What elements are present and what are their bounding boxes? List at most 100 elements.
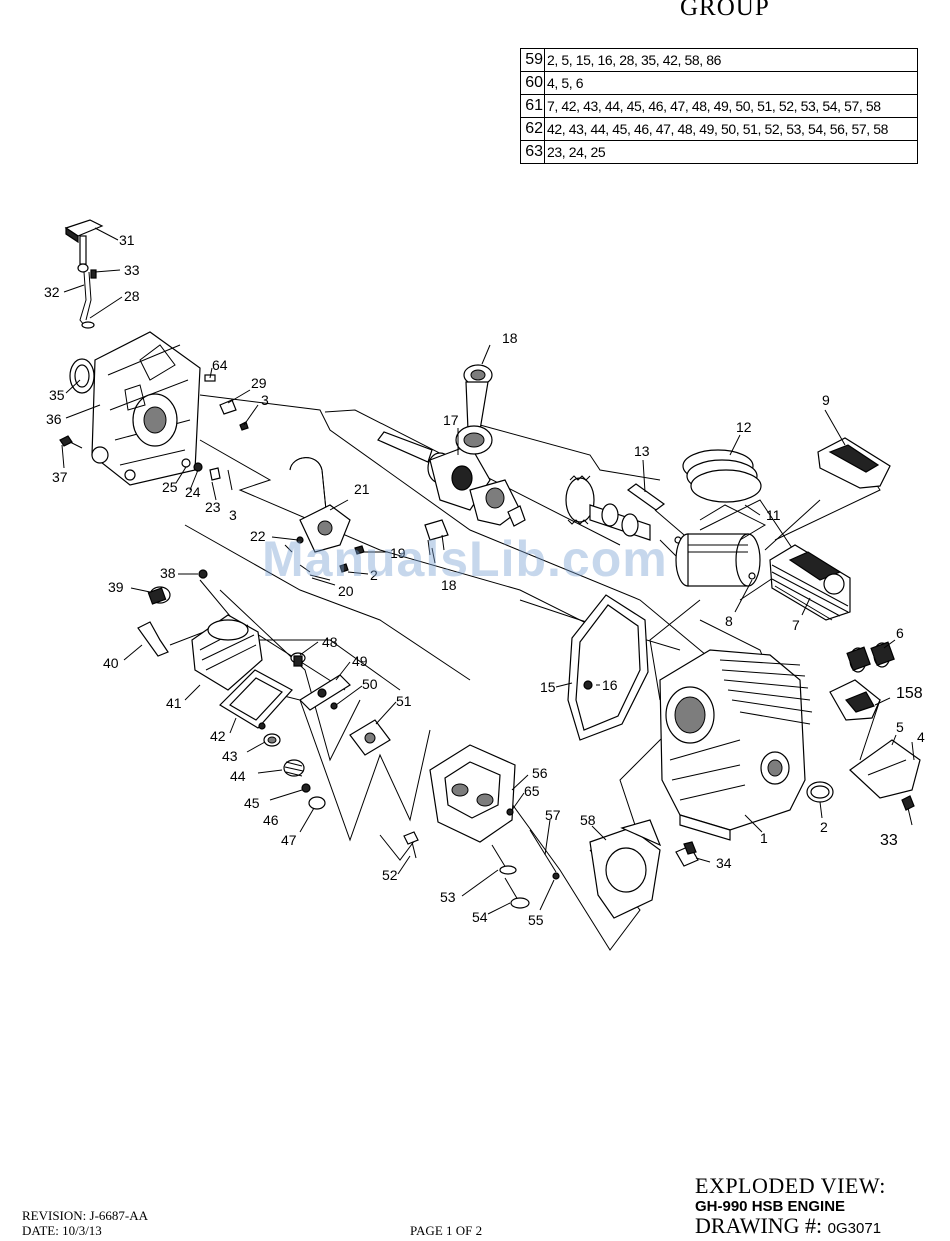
callout-5: 5: [896, 719, 904, 735]
callout-38: 38: [160, 565, 176, 581]
group-table: 59 2, 5, 15, 16, 28, 35, 42, 58, 86 60 4…: [520, 48, 918, 164]
callout-1: 1: [760, 830, 768, 846]
valves: [403, 829, 560, 909]
callout-34: 34: [716, 855, 732, 871]
group-number: 63: [520, 140, 545, 164]
callout-45: 45: [244, 795, 260, 811]
callout-44: 44: [230, 768, 246, 784]
callout-33-right: 33: [880, 832, 898, 849]
revision-label: REVISION: J-6687-AA: [22, 1208, 149, 1223]
callout-54: 54: [472, 909, 488, 925]
valve-train-parts: [258, 722, 326, 810]
callout-8: 8: [725, 613, 733, 629]
callout-37: 37: [52, 469, 68, 485]
engine-name: GH-990 HSB ENGINE: [695, 1198, 846, 1215]
callout-29: 29: [251, 375, 267, 391]
rod-cap: [424, 519, 449, 556]
callout-28: 28: [124, 288, 140, 304]
group-parts: 42, 43, 44, 45, 46, 47, 48, 49, 50, 51, …: [544, 117, 918, 141]
table-row: 60 4, 5, 6: [520, 71, 918, 95]
group-number: 60: [520, 71, 545, 95]
drawing-label: DRAWING #:: [695, 1213, 828, 1238]
callout-56: 56: [532, 765, 548, 781]
callout-7: 7: [792, 617, 800, 633]
callout-55: 55: [528, 912, 544, 928]
callout-65: 65: [524, 783, 540, 799]
table-row: 59 2, 5, 15, 16, 28, 35, 42, 58, 86: [520, 48, 918, 72]
callout-46: 46: [263, 812, 279, 828]
piston: [675, 504, 767, 587]
callout-49: 49: [352, 653, 368, 669]
callout-6: 6: [896, 625, 904, 641]
drain-fitting: [675, 841, 699, 867]
callout-17: 17: [443, 412, 459, 428]
table-row: 63 23, 24, 25: [520, 140, 918, 164]
callout-13: 13: [634, 443, 650, 459]
view-title: EXPLODED VIEW:: [695, 1173, 886, 1198]
connecting-rod: [455, 364, 493, 455]
callout-32: 32: [44, 284, 60, 300]
callout-18: 18: [502, 330, 518, 346]
callout-53: 53: [440, 889, 456, 905]
callout-4: 4: [917, 729, 925, 745]
callout-57: 57: [545, 807, 561, 823]
callout-15: 15: [540, 679, 556, 695]
cover-gasket: [567, 594, 649, 741]
crankshaft: [377, 431, 526, 527]
callout-3: 3: [261, 392, 269, 408]
callout-19: 19: [390, 545, 406, 561]
rocker-arm-parts: [290, 652, 391, 756]
callout-11: 11: [766, 507, 781, 523]
group-title: GROUP: [680, 0, 770, 21]
callout-16: 16: [602, 677, 618, 693]
callout-22: 22: [250, 528, 266, 544]
callout-58: 58: [580, 812, 596, 828]
drawing-number: 0G3071: [827, 1220, 882, 1237]
callout-18-lower: 18: [441, 577, 457, 593]
leader-lines: [61, 227, 915, 915]
piston-pin: [626, 483, 666, 511]
callout-20: 20: [338, 583, 354, 599]
part-callouts: 1 2 2 3 3 4 5 6 7 8 9 11 12 13 15 16 17 …: [44, 232, 925, 928]
table-row: 62 42, 43, 44, 45, 46, 47, 48, 49, 50, 5…: [520, 117, 918, 141]
right-side-parts: [829, 641, 921, 826]
callout-42: 42: [210, 728, 226, 744]
head-gasket: [589, 819, 662, 919]
callout-9: 9: [822, 392, 830, 408]
crankcase-cover: [69, 331, 201, 486]
rocker-gasket: [219, 669, 293, 729]
watermark: ManualsLib.com: [262, 531, 668, 587]
callout-2-left: 2: [370, 567, 378, 583]
callout-35: 35: [49, 387, 65, 403]
cylinder-head-lower: [429, 744, 516, 843]
dipstick-assembly: [64, 219, 104, 329]
page-number: PAGE 1 OF 2: [410, 1223, 483, 1238]
callout-51: 51: [396, 693, 412, 709]
callout-41: 41: [166, 695, 182, 711]
callout-43: 43: [222, 748, 238, 764]
callout-33: 33: [124, 262, 140, 278]
callout-47: 47: [281, 832, 297, 848]
callout-52: 52: [382, 867, 398, 883]
rocker-cover: [137, 569, 263, 691]
group-parts: 23, 24, 25: [544, 140, 918, 164]
cylinder-head: [769, 544, 851, 621]
drawing-number-line: DRAWING #: 0G3071: [695, 1213, 881, 1239]
valve-cover: [817, 437, 891, 489]
callout-21: 21: [354, 481, 370, 497]
callout-158: 158: [896, 685, 923, 702]
callout-39: 39: [108, 579, 124, 595]
callout-3-lower: 3: [229, 507, 237, 523]
date-label: DATE: 10/3/13: [22, 1223, 102, 1238]
callout-64: 64: [212, 357, 228, 373]
callout-36: 36: [46, 411, 62, 427]
callout-40: 40: [103, 655, 119, 671]
callout-48: 48: [322, 634, 338, 650]
group-number: 62: [520, 117, 545, 141]
callout-12: 12: [736, 419, 752, 435]
bolt: [59, 435, 83, 449]
governor-assembly: [284, 457, 365, 581]
callout-25: 25: [162, 479, 178, 495]
crankcase: [659, 649, 834, 841]
camshaft: [565, 475, 682, 544]
